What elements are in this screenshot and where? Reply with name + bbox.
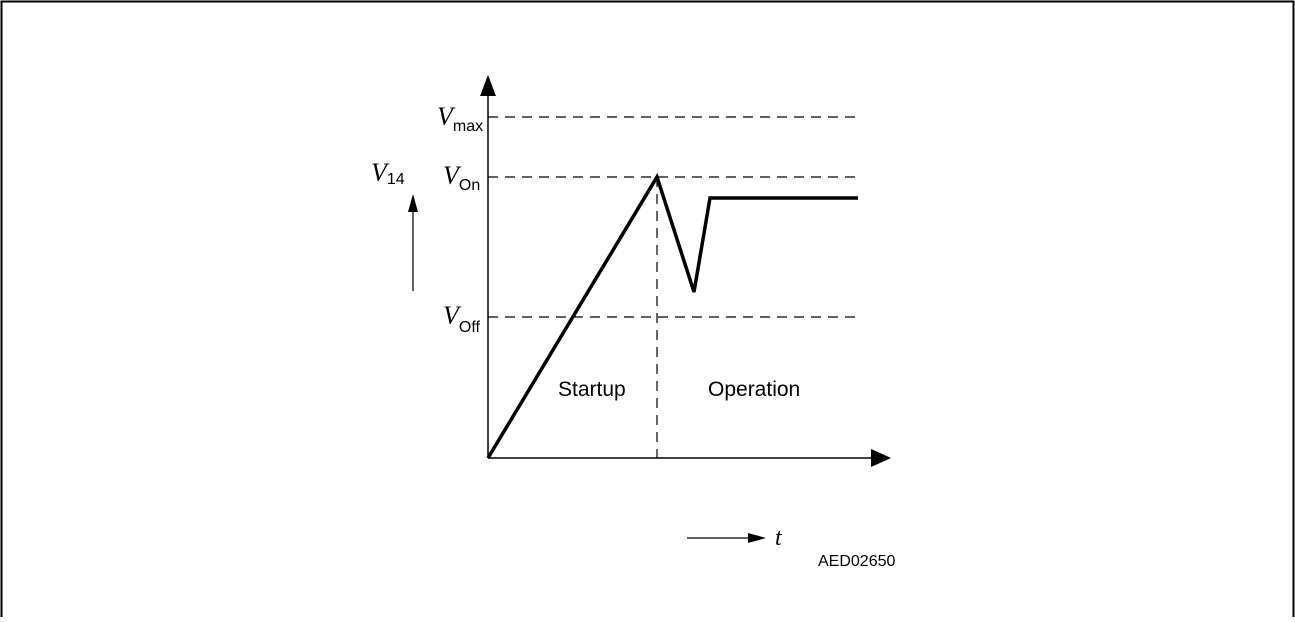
voff-label: VOff bbox=[443, 301, 480, 336]
y-axis-arrow-icon bbox=[480, 75, 496, 96]
v14-direction-arrow-icon bbox=[408, 194, 418, 212]
vmax-label: Vmax bbox=[437, 102, 483, 135]
startup-region-label: Startup bbox=[558, 378, 626, 401]
v14-axis-label: V14 bbox=[371, 158, 405, 188]
v14-voltage-curve bbox=[486, 172, 858, 459]
operation-region-label: Operation bbox=[708, 378, 800, 401]
reference-code: AED02650 bbox=[818, 553, 895, 570]
x-axis-arrow-icon bbox=[871, 449, 891, 467]
t-axis-label: t bbox=[775, 525, 783, 551]
von-label: VOn bbox=[443, 161, 480, 194]
t-direction-arrow-icon bbox=[748, 533, 766, 543]
